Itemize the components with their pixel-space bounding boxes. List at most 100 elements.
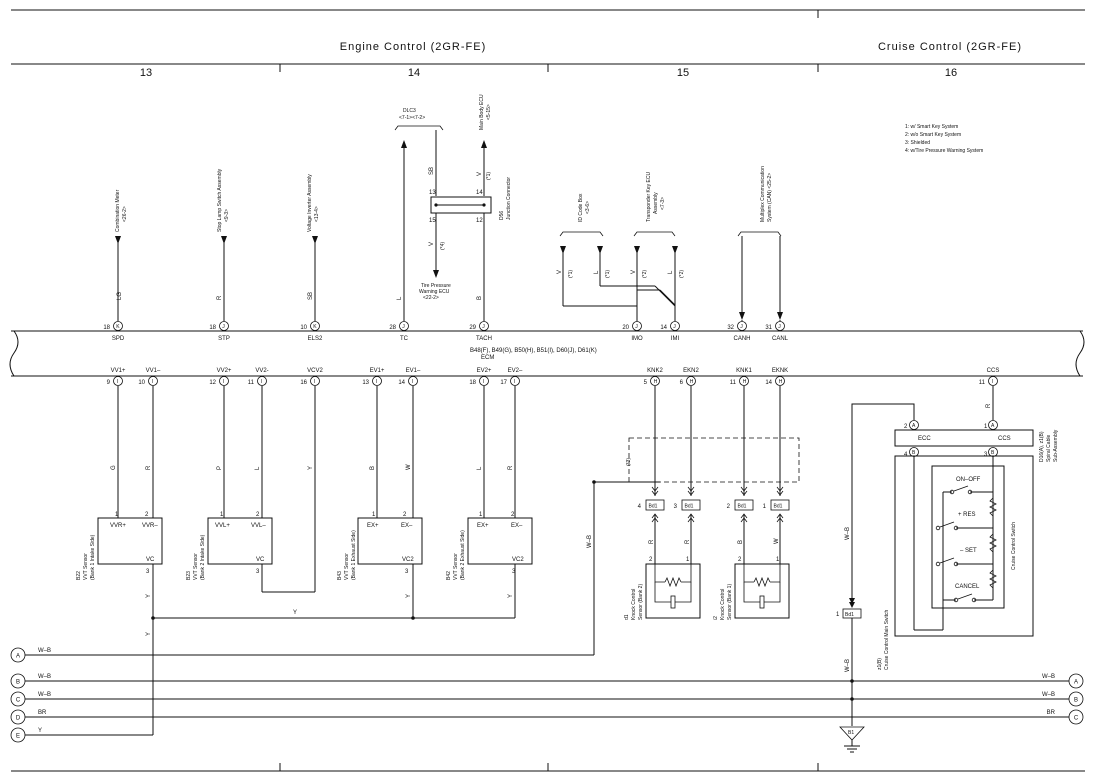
pin-connector-letter: I xyxy=(483,379,484,385)
svg-text:V: V xyxy=(429,242,435,246)
svg-text:Y: Y xyxy=(146,594,152,598)
pin-name: VV2+ xyxy=(217,368,232,374)
svg-text:VVL–: VVL– xyxy=(251,523,266,529)
pin-name: CANL xyxy=(772,336,789,342)
junction-connector-d56 xyxy=(430,196,492,214)
svg-text:3: 3 xyxy=(405,569,409,575)
svg-text:B: B xyxy=(1074,698,1078,704)
pin-connector-letter: J xyxy=(740,324,743,330)
pin-connector-letter: I xyxy=(261,379,262,385)
pin-name: STP xyxy=(218,336,230,342)
legend-note-4: 4: w/Tire Pressure Warning System xyxy=(905,148,983,154)
svg-text:B: B xyxy=(991,450,995,456)
wire-color: L xyxy=(255,466,261,470)
svg-text:Spiral Cable: Spiral Cable xyxy=(1046,435,1052,462)
svg-text:1: 1 xyxy=(686,557,690,563)
legend-note-2: 2: w/o Smart Key System xyxy=(905,132,961,138)
pin-number: 18 xyxy=(103,325,110,331)
legend-note-1: 1: w/ Smart Key System xyxy=(905,124,958,130)
svg-text:Tire Pressure: Tire Pressure xyxy=(421,283,451,289)
can-branch: Multiplex Communication System (CAN) <25… xyxy=(737,166,783,320)
svg-text:W–B: W–B xyxy=(38,648,51,654)
svg-text:L: L xyxy=(397,296,403,300)
svg-text:VVT Sensor: VVT Sensor xyxy=(344,553,350,580)
svg-text:Voltage Inverter Assembly: Voltage Inverter Assembly xyxy=(307,174,313,232)
pin-number: 31 xyxy=(765,325,772,331)
column-13: 13 xyxy=(140,67,152,79)
svg-text:15: 15 xyxy=(429,218,436,224)
cruise-main-switch-box xyxy=(894,455,1034,637)
svg-text:(Bank 2 Exhaust Side): (Bank 2 Exhaust Side) xyxy=(460,530,466,580)
pin-number: 20 xyxy=(622,325,629,331)
svg-text:BR: BR xyxy=(38,710,47,716)
svg-text:(*2): (*2) xyxy=(642,270,648,278)
wire-color: R xyxy=(146,465,152,470)
svg-text:C: C xyxy=(16,698,21,704)
svg-text:<13-4>: <13-4> xyxy=(314,206,320,222)
arrow-icon xyxy=(481,140,487,148)
pin-name: VCV2 xyxy=(307,368,323,374)
wire-color: W xyxy=(406,464,412,470)
svg-text:A: A xyxy=(16,654,20,660)
svg-text:Bd1: Bd1 xyxy=(738,504,747,510)
svg-text:ON–OFF: ON–OFF xyxy=(956,477,981,483)
svg-text:12: 12 xyxy=(476,218,483,224)
pin-connector-letter: H xyxy=(654,379,658,385)
ecm-name: ECM xyxy=(481,355,494,361)
pin-number: 14 xyxy=(765,380,772,386)
svg-text:Warning ECU: Warning ECU xyxy=(419,289,450,295)
pin-number: 5 xyxy=(644,380,648,386)
svg-text:W–B: W–B xyxy=(1042,692,1055,698)
svg-text:System (CAN) <25-2>: System (CAN) <25-2> xyxy=(767,173,773,222)
svg-text:A: A xyxy=(912,423,916,429)
wire-color: G xyxy=(111,465,117,470)
svg-text:Knock Control: Knock Control xyxy=(720,589,726,620)
column-14: 14 xyxy=(408,67,420,79)
svg-text:V: V xyxy=(477,172,483,176)
pin-connector-letter: I xyxy=(412,379,413,385)
pin-name: KNK2 xyxy=(647,368,663,374)
spiral-cable xyxy=(894,429,1034,447)
pin-number: 16 xyxy=(300,380,307,386)
svg-text:D16(A), z1(B): D16(A), z1(B) xyxy=(1039,431,1045,462)
svg-text:R: R xyxy=(685,539,691,544)
svg-text:Sensor (Bank 2): Sensor (Bank 2) xyxy=(638,584,644,620)
pin-connector-letter: I xyxy=(314,379,315,385)
svg-text:(Bank 2 Intake Side): (Bank 2 Intake Side) xyxy=(200,534,206,580)
knock-sensor-i2: 2 1 i2 Knock Control Sensor (Bank 1) xyxy=(713,557,790,620)
pin-connector-letter: I xyxy=(223,379,224,385)
ref-b-right: B W–B xyxy=(1042,691,1084,707)
ref-c-right: CBR xyxy=(1047,709,1084,725)
pin-number: 13 xyxy=(362,380,369,386)
svg-text:<3-6>: <3-6> xyxy=(585,201,591,214)
svg-text:<26-2>: <26-2> xyxy=(122,206,128,222)
vvt-sensor-b23: 1 2 VVL+ VVL– VC 3 B23 VVT Sensor (Bank … xyxy=(186,512,273,580)
pin-connector-letter: H xyxy=(743,379,747,385)
pin-name: VV2- xyxy=(255,368,268,374)
svg-text:+ RES: + RES xyxy=(958,512,976,518)
svg-text:Y: Y xyxy=(146,632,152,636)
svg-text:E: E xyxy=(16,734,20,740)
svg-text:VC2: VC2 xyxy=(512,557,524,563)
svg-text:2: 2 xyxy=(738,557,742,563)
svg-text:SB: SB xyxy=(308,292,314,300)
svg-text:B: B xyxy=(738,540,744,544)
svg-text:(Bank 1 Intake Side): (Bank 1 Intake Side) xyxy=(90,534,96,580)
svg-text:SB: SB xyxy=(429,167,435,175)
svg-text:<5-15>: <5-15> xyxy=(486,104,492,120)
svg-text:W–B: W–B xyxy=(845,659,851,672)
pin-connector-letter: I xyxy=(514,379,515,385)
svg-text:Y: Y xyxy=(508,594,514,598)
pin-connector-letter: I xyxy=(152,379,153,385)
